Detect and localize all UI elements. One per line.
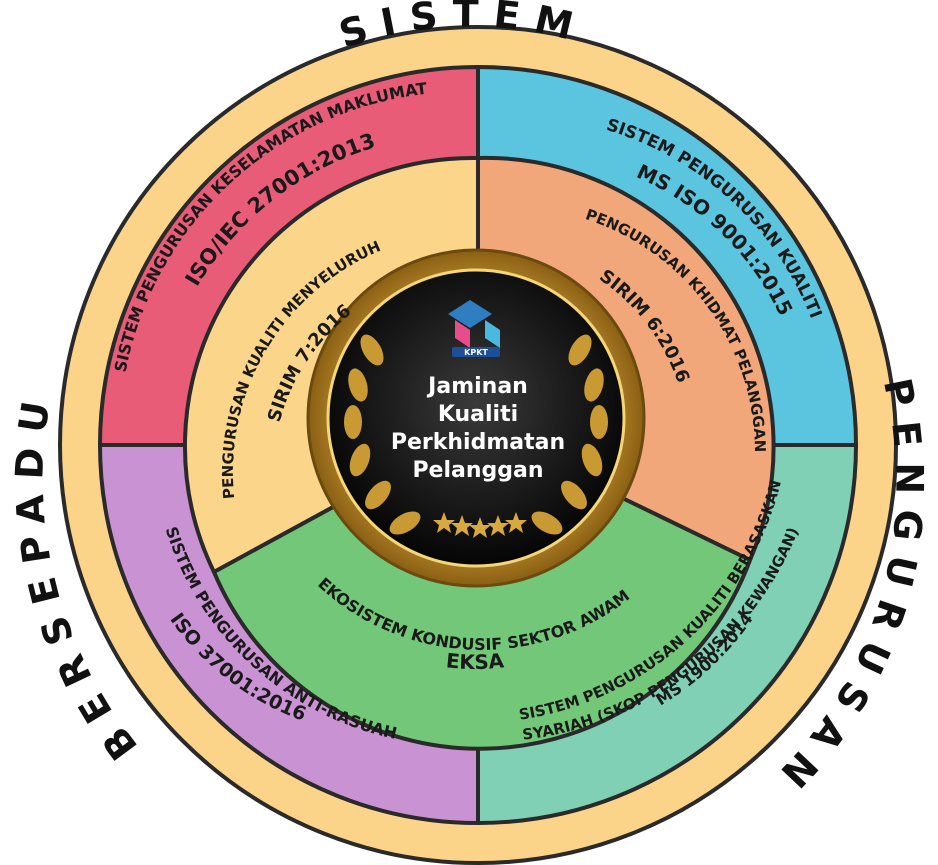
eksa-acronym: EKSA [445, 648, 505, 674]
laurel-wreath-icon [344, 334, 608, 535]
center-line-4: Pelanggan [412, 458, 543, 483]
logo-text: KPKT [464, 348, 488, 357]
center-title: Jaminan Kualiti Perkhidmatan Pelanggan [391, 374, 565, 483]
stars-icon [433, 512, 527, 538]
center-line-2: Kualiti [438, 402, 518, 427]
center-line-1: Jaminan [426, 374, 528, 399]
kpkt-logo: KPKT [448, 300, 500, 357]
center-badge-inner [326, 268, 626, 568]
center-line-3: Perkhidmatan [391, 430, 565, 455]
